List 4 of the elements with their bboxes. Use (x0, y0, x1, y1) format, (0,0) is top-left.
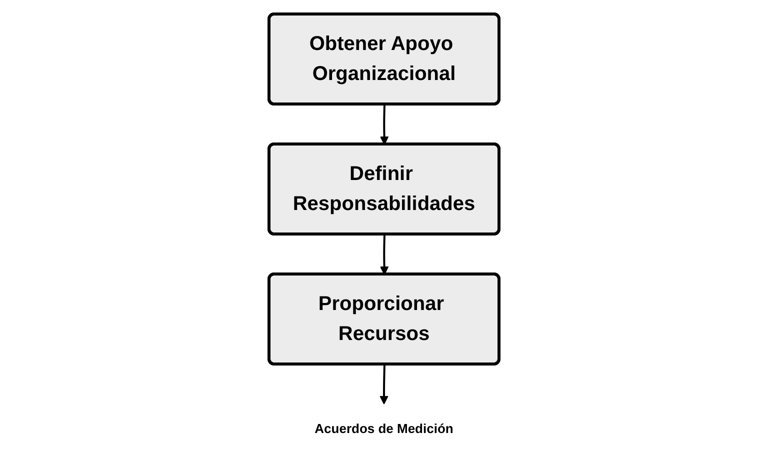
node-text: Acuerdos de Medición (314, 421, 453, 436)
arrow (379, 364, 388, 405)
arrow (379, 104, 388, 146)
arrow (379, 234, 388, 276)
